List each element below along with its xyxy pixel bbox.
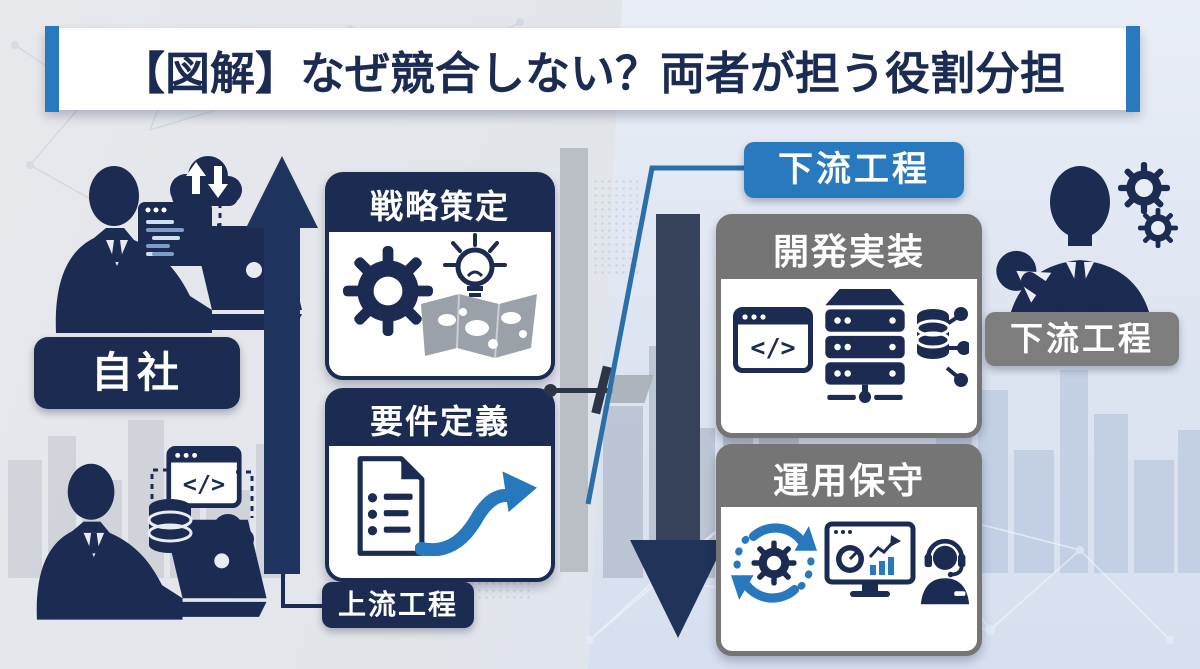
lightbulb-icon <box>443 233 507 297</box>
process-box-development-body <box>721 279 977 423</box>
growth-arrow-icon <box>415 471 537 556</box>
process-box-requirements-body <box>329 446 551 570</box>
company-label: 自社 <box>34 337 240 409</box>
upstream-stage-label: 上流工程 <box>322 582 474 628</box>
process-box-strategy: 戦略策定 <box>325 172 555 380</box>
dashed-connector <box>150 468 168 508</box>
database-icon <box>147 499 193 553</box>
database-share-icon <box>915 307 969 387</box>
code-window-icon <box>733 307 813 373</box>
process-box-operations: 運用保守 <box>716 444 982 656</box>
handoff-connector-line <box>553 388 613 393</box>
process-box-development: 開発実装 <box>716 214 982 438</box>
downstream-stage-label: 下流工程 <box>985 312 1179 366</box>
handoff-connector-dot <box>544 384 557 397</box>
dashed-connector <box>205 203 222 227</box>
code-editor-icon <box>138 202 212 266</box>
world-map-icon <box>421 293 537 359</box>
downstream-stage-tag: 下流工程 <box>744 142 964 198</box>
process-box-requirements: 要件定義 <box>325 388 555 582</box>
title-accent-right <box>1126 26 1140 112</box>
gears-icon <box>1118 162 1178 248</box>
cloud-icon <box>200 514 254 550</box>
title-bar: 【図解】なぜ競合しない？両者が担う役割分担 <box>45 26 1140 112</box>
support-agent-icon <box>920 538 970 605</box>
process-box-strategy-body <box>329 232 551 364</box>
process-box-operations-body <box>721 507 977 641</box>
cloud-sync-icon <box>170 156 242 206</box>
downstream-connector-line <box>585 165 750 505</box>
process-box-requirements-header: 要件定義 <box>329 392 551 446</box>
process-box-strategy-header: 戦略策定 <box>329 176 551 232</box>
monitoring-dashboard-icon <box>824 521 916 597</box>
up-arrow-icon <box>246 156 318 574</box>
server-icon <box>825 289 905 403</box>
divider-bar <box>560 148 588 572</box>
process-box-development-header: 開発実装 <box>721 219 977 279</box>
cycle-gear-icon <box>731 523 817 603</box>
document-checklist-icon <box>357 456 425 556</box>
upstream-connector <box>281 574 331 608</box>
halftone-texture <box>592 178 638 274</box>
down-arrow-icon <box>630 214 726 638</box>
title-accent-left <box>45 26 59 112</box>
page-title: 【図解】なぜ競合しない？両者が担う役割分担 <box>119 46 1065 100</box>
gear-icon <box>343 246 433 336</box>
process-box-operations-header: 運用保守 <box>721 449 977 507</box>
